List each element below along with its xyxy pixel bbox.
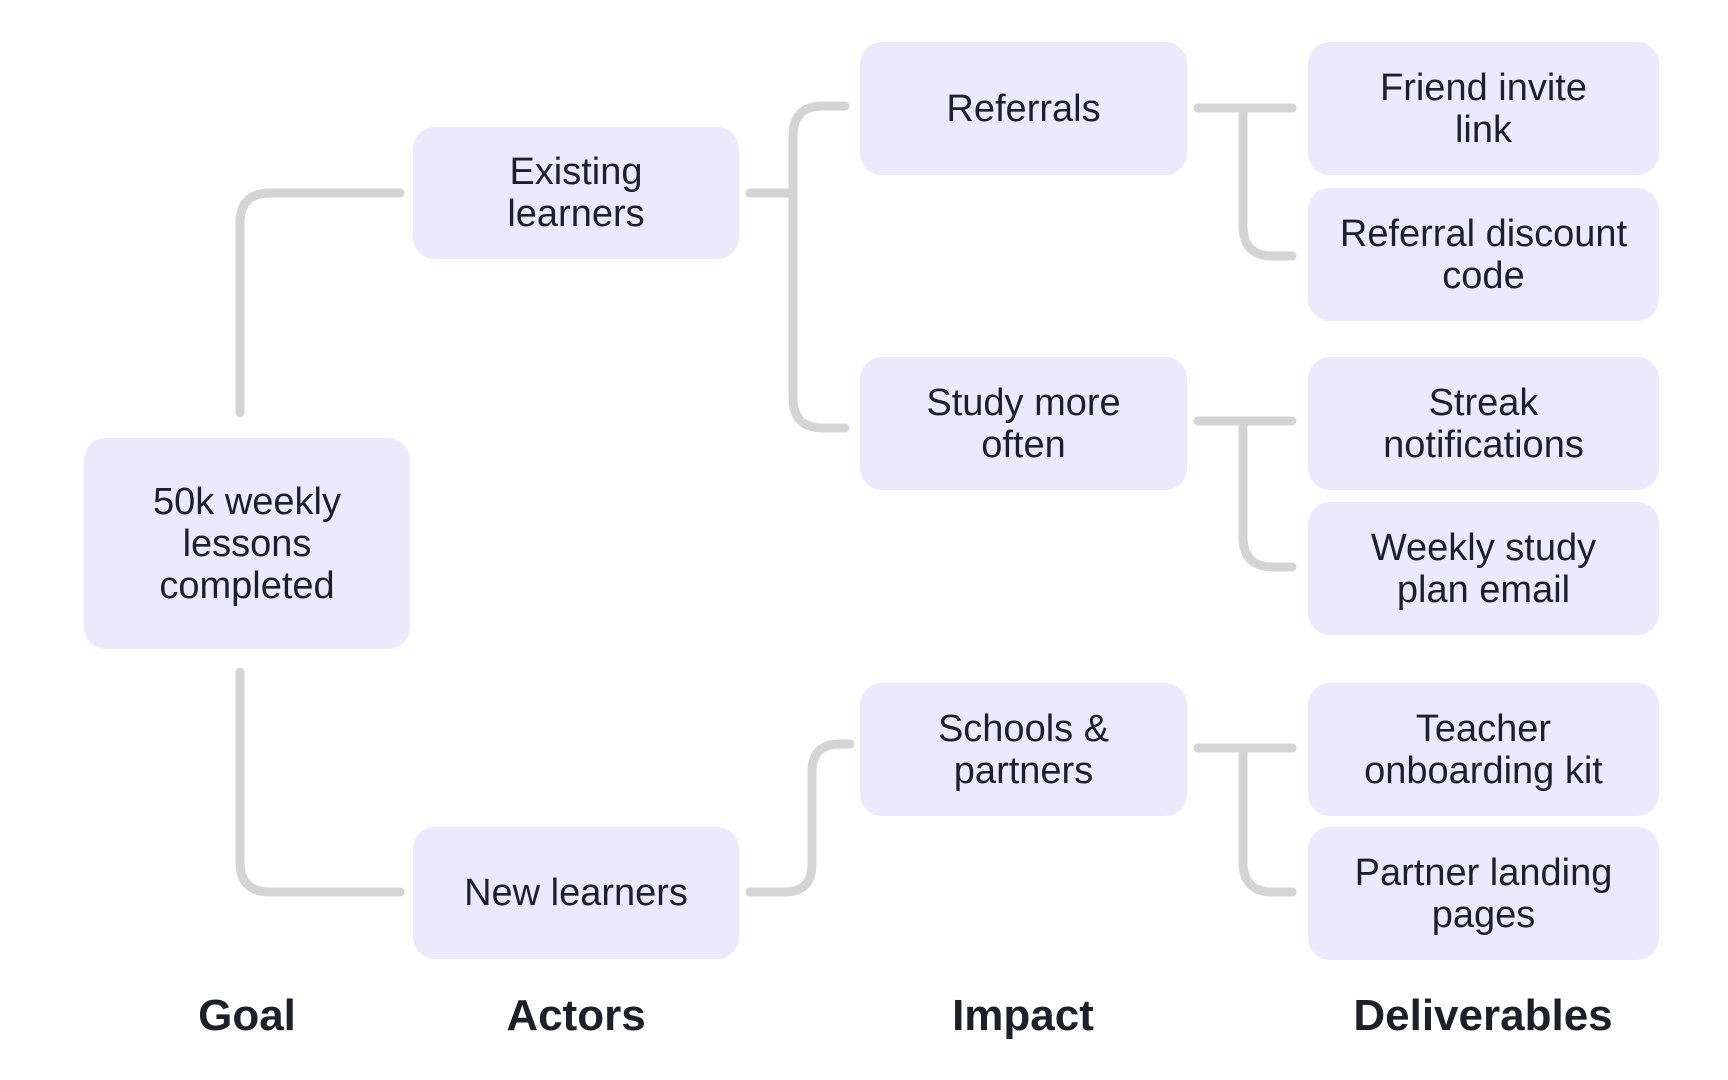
column-label-actors: Actors (506, 991, 646, 1040)
deliverable-node-label: Teacher onboarding kit (1364, 707, 1603, 792)
actor-node-label: New learners (464, 872, 688, 914)
connector-referrals-to-discount-code (1238, 103, 1297, 261)
column-label-impact: Impact (952, 991, 1094, 1040)
impact-node-label: Study more often (926, 381, 1121, 466)
impact-node-referrals[interactable]: Referrals (860, 42, 1187, 175)
deliverable-node-weekly-study-plan-email[interactable]: Weekly study plan email (1308, 502, 1659, 635)
connector-schools-to-partner-pages (1238, 743, 1297, 897)
connector-goal-to-existing-learners (235, 188, 405, 418)
goal-node-label: 50k weekly lessons completed (153, 480, 341, 607)
deliverable-node-label: Partner landing pages (1354, 851, 1613, 936)
deliverable-node-label: Weekly study plan email (1370, 526, 1597, 611)
impact-node-label: Schools & partners (937, 707, 1110, 792)
impact-node-schools-partners[interactable]: Schools & partners (860, 683, 1187, 816)
actor-node-new-learners[interactable]: New learners (413, 827, 739, 959)
connector-existing-to-referrals (745, 101, 850, 198)
actor-node-label: Existing learners (507, 151, 645, 235)
deliverable-node-label: Referral discount code (1339, 212, 1628, 297)
impact-node-label: Referrals (946, 87, 1101, 130)
column-label-deliverables: Deliverables (1353, 991, 1613, 1040)
connector-study-to-weekly-plan (1238, 416, 1297, 572)
deliverable-node-partner-landing-pages[interactable]: Partner landing pages (1308, 827, 1659, 960)
deliverable-node-referral-discount-code[interactable]: Referral discount code (1308, 188, 1659, 321)
goal-node[interactable]: 50k weekly lessons completed (84, 438, 410, 649)
deliverable-node-teacher-onboarding-kit[interactable]: Teacher onboarding kit (1308, 683, 1659, 816)
deliverable-node-label: Streak notifications (1383, 381, 1584, 466)
connector-existing-to-study-more (788, 188, 850, 433)
connector-new-to-schools (745, 739, 855, 897)
deliverable-node-streak-notifications[interactable]: Streak notifications (1308, 357, 1659, 490)
connector-goal-to-new-learners (235, 667, 405, 897)
deliverable-node-friend-invite-link[interactable]: Friend invite link (1308, 42, 1659, 175)
impact-node-study-more-often[interactable]: Study more often (860, 357, 1187, 490)
deliverable-node-label: Friend invite link (1380, 66, 1587, 151)
actor-node-existing-learners[interactable]: Existing learners (413, 127, 739, 259)
column-label-goal: Goal (198, 991, 296, 1040)
